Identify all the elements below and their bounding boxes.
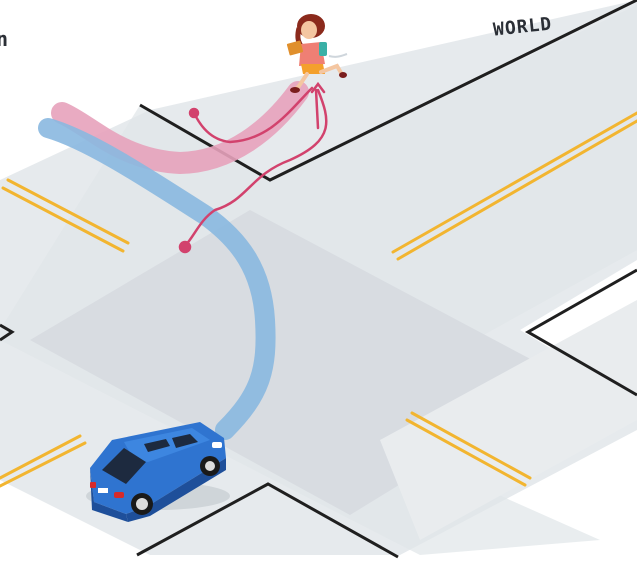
edge-label-fragment: n — [0, 27, 9, 51]
prediction-end-2 — [180, 242, 190, 252]
prediction-end-1 — [190, 109, 198, 117]
